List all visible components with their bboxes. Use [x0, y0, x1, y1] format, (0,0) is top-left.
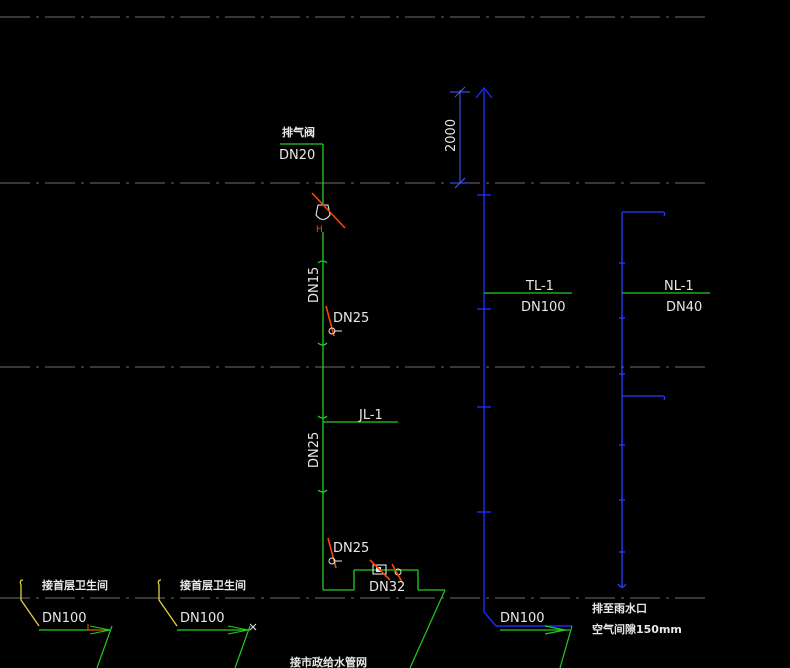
- tl1-label: TL-1: [525, 279, 554, 294]
- condensate-riser-nl1: [617, 211, 666, 588]
- bottom-outlet-arrow: [500, 625, 573, 668]
- supply-outlet-line: [409, 589, 446, 668]
- jl1-label: JL-1: [358, 408, 383, 423]
- lower-valve-icon: [327, 537, 342, 569]
- drain-stack-tl1: [475, 86, 572, 627]
- left1-dn-label: DN100: [42, 611, 87, 626]
- dn25-upper-valve-label: DN25: [333, 311, 369, 326]
- dn20-label: DN20: [279, 148, 315, 163]
- rain-note-1: 排至雨水口: [592, 601, 647, 615]
- left-branch-2: [157, 579, 257, 668]
- dimension-2000: [450, 86, 470, 189]
- check-valve-icon: [391, 563, 403, 583]
- dimension-2000-label: 2000: [444, 119, 459, 152]
- bottom-dn-label: DN100: [500, 611, 545, 626]
- nl1-label: NL-1: [664, 279, 694, 294]
- svg-text:H: H: [316, 225, 323, 235]
- left2-dn-label: DN100: [180, 611, 225, 626]
- left1-note: 接首层卫生间: [42, 578, 108, 592]
- vent-valve-label: 排气阀: [282, 125, 315, 139]
- left-branch-1: [19, 579, 113, 668]
- dn25-lower-valve-label: DN25: [333, 541, 369, 556]
- exhaust-valve-icon: H: [311, 192, 346, 235]
- upper-valve-icon: [325, 305, 342, 337]
- water-supply-riser: [280, 143, 445, 591]
- dn15-label: DN15: [307, 267, 322, 303]
- tl1-dn-label: DN100: [521, 300, 566, 315]
- bottom-cut-note: 接市政给水管网: [290, 655, 367, 668]
- rain-note-2: 空气间隙150mm: [592, 622, 682, 636]
- dn32-label: DN32: [369, 580, 405, 595]
- left2-note: 接首层卫生间: [180, 578, 246, 592]
- water-meter-icon: [369, 559, 391, 581]
- dn25-pipe-label: DN25: [307, 432, 322, 468]
- floor-lines: [0, 16, 705, 599]
- nl1-dn-label: DN40: [666, 300, 702, 315]
